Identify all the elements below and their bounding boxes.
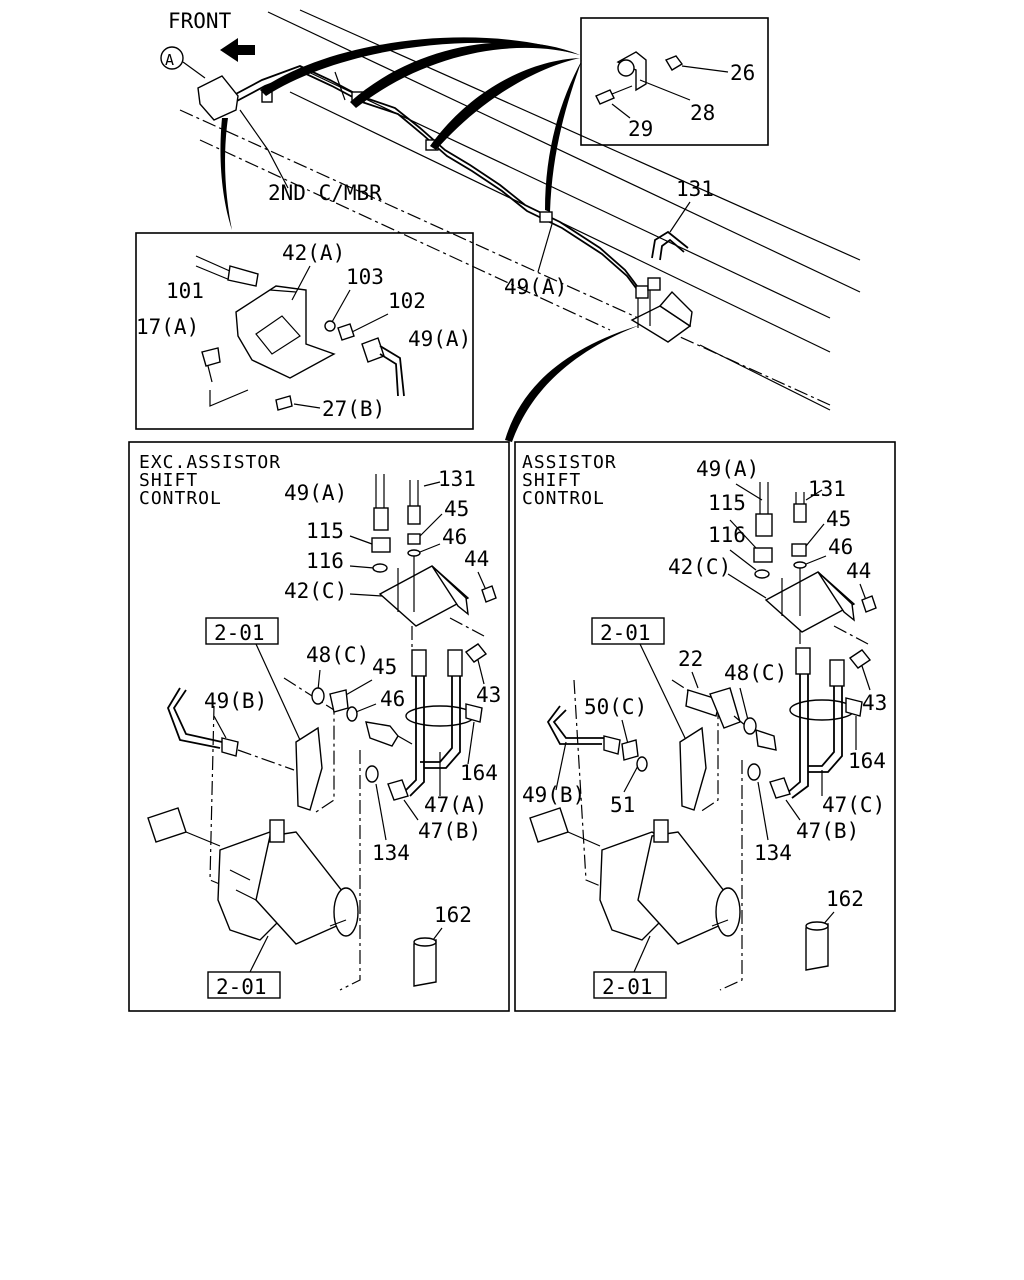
front-label: FRONT: [168, 9, 232, 33]
l-label-115: 115: [306, 519, 344, 543]
l-label-45b: 45: [372, 655, 397, 679]
l-label-164: 164: [460, 761, 498, 785]
r-label-134: 134: [754, 841, 792, 865]
r-label-44: 44: [846, 559, 871, 583]
r-ref-1: 2-01: [600, 621, 651, 645]
clamp-inset: 26 28 29: [580, 17, 769, 146]
left-panel-frame: [128, 441, 510, 1012]
r-ref-2: 2-01: [602, 975, 653, 999]
circle-a-label: A: [165, 51, 174, 69]
l-label-43: 43: [476, 683, 501, 707]
label-102: 102: [388, 289, 426, 313]
label-131-top: 131: [676, 177, 714, 201]
r-label-164: 164: [848, 749, 886, 773]
left-title-line2: SHIFT: [139, 470, 198, 491]
r-label-49a: 49(A): [696, 457, 759, 481]
r-label-115: 115: [708, 491, 746, 515]
r-label-50c: 50(C): [584, 695, 647, 719]
l-label-45a: 45: [444, 497, 469, 521]
r-label-162: 162: [826, 887, 864, 911]
r-label-42c: 42(C): [668, 555, 731, 579]
r-label-43: 43: [862, 691, 887, 715]
label-101: 101: [166, 279, 204, 303]
right-title-line3: CONTROL: [522, 488, 605, 509]
label-27b: 27(B): [322, 397, 385, 421]
label-49a-inset: 49(A): [408, 327, 471, 351]
r-ref-box-2: [593, 971, 667, 999]
circle-a-marker: [160, 46, 184, 70]
l-label-47b: 47(B): [418, 819, 481, 843]
bracket-inset: 101 42(A) 103 102 49(A) 17(A) 27(B): [135, 232, 474, 430]
label-26: 26: [730, 61, 755, 85]
label-28: 28: [690, 101, 715, 125]
label-29: 29: [628, 117, 653, 141]
label-17a: 17(A): [136, 315, 199, 339]
r-label-49b: 49(B): [522, 783, 585, 807]
l-label-49a: 49(A): [284, 481, 347, 505]
label-49a-top: 49(A): [504, 275, 567, 299]
r-label-45: 45: [826, 507, 851, 531]
l-label-162: 162: [434, 903, 472, 927]
l-label-46b: 46: [380, 687, 405, 711]
right-panel: ASSISTOR SHIFT CONTROL 49(A) 131 115 45 …: [514, 441, 896, 1012]
r-label-47b: 47(B): [796, 819, 859, 843]
r-label-22: 22: [678, 647, 703, 671]
l-label-134: 134: [372, 841, 410, 865]
member-label: 2ND C/MBR: [268, 181, 382, 205]
l-ref-2: 2-01: [216, 975, 267, 999]
right-title-line1: ASSISTOR: [522, 452, 617, 473]
l-label-47a: 47(A): [424, 793, 487, 817]
frame-assembly: FRONT A 2ND C/MBR 131 49(A): [160, 9, 861, 442]
right-title-line2: SHIFT: [522, 470, 581, 491]
label-103: 103: [346, 265, 384, 289]
l-ref-box-1: [205, 617, 279, 645]
r-ref-box-1: [591, 617, 665, 645]
l-label-46a: 46: [442, 525, 467, 549]
r-label-46: 46: [828, 535, 853, 559]
r-label-47c: 47(C): [822, 793, 885, 817]
bracket-inset-frame: [135, 232, 474, 430]
label-42a-inset: 42(A): [282, 241, 345, 265]
l-ref-1: 2-01: [214, 621, 265, 645]
r-label-131: 131: [808, 477, 846, 501]
l-label-49b: 49(B): [204, 689, 267, 713]
l-label-131: 131: [438, 467, 476, 491]
l-label-42c: 42(C): [284, 579, 347, 603]
l-ref-box-2: [207, 971, 281, 999]
r-label-116: 116: [708, 523, 746, 547]
l-label-48c: 48(C): [306, 643, 369, 667]
left-title-line3: CONTROL: [139, 488, 222, 509]
r-label-51: 51: [610, 793, 635, 817]
clamp-inset-frame: [580, 17, 769, 146]
r-label-48c: 48(C): [724, 661, 787, 685]
l-label-44: 44: [464, 547, 489, 571]
right-panel-frame: [514, 441, 896, 1012]
left-title-line1: EXC.ASSISTOR: [139, 452, 281, 473]
left-panel: EXC.ASSISTOR SHIFT CONTROL 49(A) 131 115…: [128, 441, 510, 1012]
l-label-116: 116: [306, 549, 344, 573]
